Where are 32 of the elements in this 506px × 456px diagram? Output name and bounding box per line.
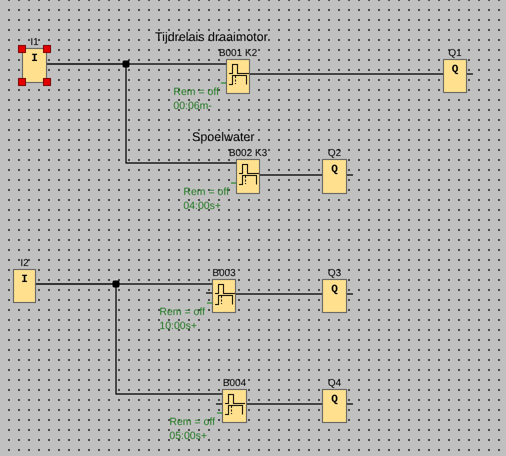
block-label: Q2 <box>328 148 342 160</box>
parameter-text: 10:00s+ <box>159 319 198 333</box>
block-letter: Q <box>331 394 338 406</box>
block-label: I2 <box>20 258 29 270</box>
block-label: Q3 <box>328 268 342 280</box>
parameter-text: Rem = off <box>169 415 215 429</box>
parameter-text: 00:06m- <box>173 99 212 113</box>
parameter-text: Rem = off <box>173 85 219 99</box>
wire <box>247 403 322 405</box>
wire <box>47 63 236 164</box>
wire <box>36 283 222 395</box>
wire <box>260 174 322 176</box>
parameter-text: 05:00s+ <box>169 429 208 443</box>
block-letter: I <box>21 274 28 286</box>
block-label: Q4 <box>328 378 342 390</box>
wire <box>236 293 322 295</box>
block-label: B002 K3 <box>228 148 268 160</box>
block-letter: Q <box>331 284 338 296</box>
block-letter: Q <box>452 64 458 76</box>
block-label: B004 <box>222 378 246 390</box>
comment-text: Spoelwater <box>192 130 255 145</box>
block-label: I1 <box>30 37 39 49</box>
block-letter: I <box>31 53 38 65</box>
block-label: B003 <box>212 268 236 280</box>
parameter-text: 04:00s+ <box>183 199 222 213</box>
wire <box>250 73 443 75</box>
parameter-text: Rem = off <box>183 185 229 199</box>
block-letter: Q <box>331 164 338 176</box>
comment-text: Tijdrelais draaimotor <box>155 30 268 45</box>
parameter-text: Rem = off <box>159 305 205 319</box>
block-label: B001 K2 <box>218 48 258 60</box>
block-label: Q1 <box>448 48 462 60</box>
